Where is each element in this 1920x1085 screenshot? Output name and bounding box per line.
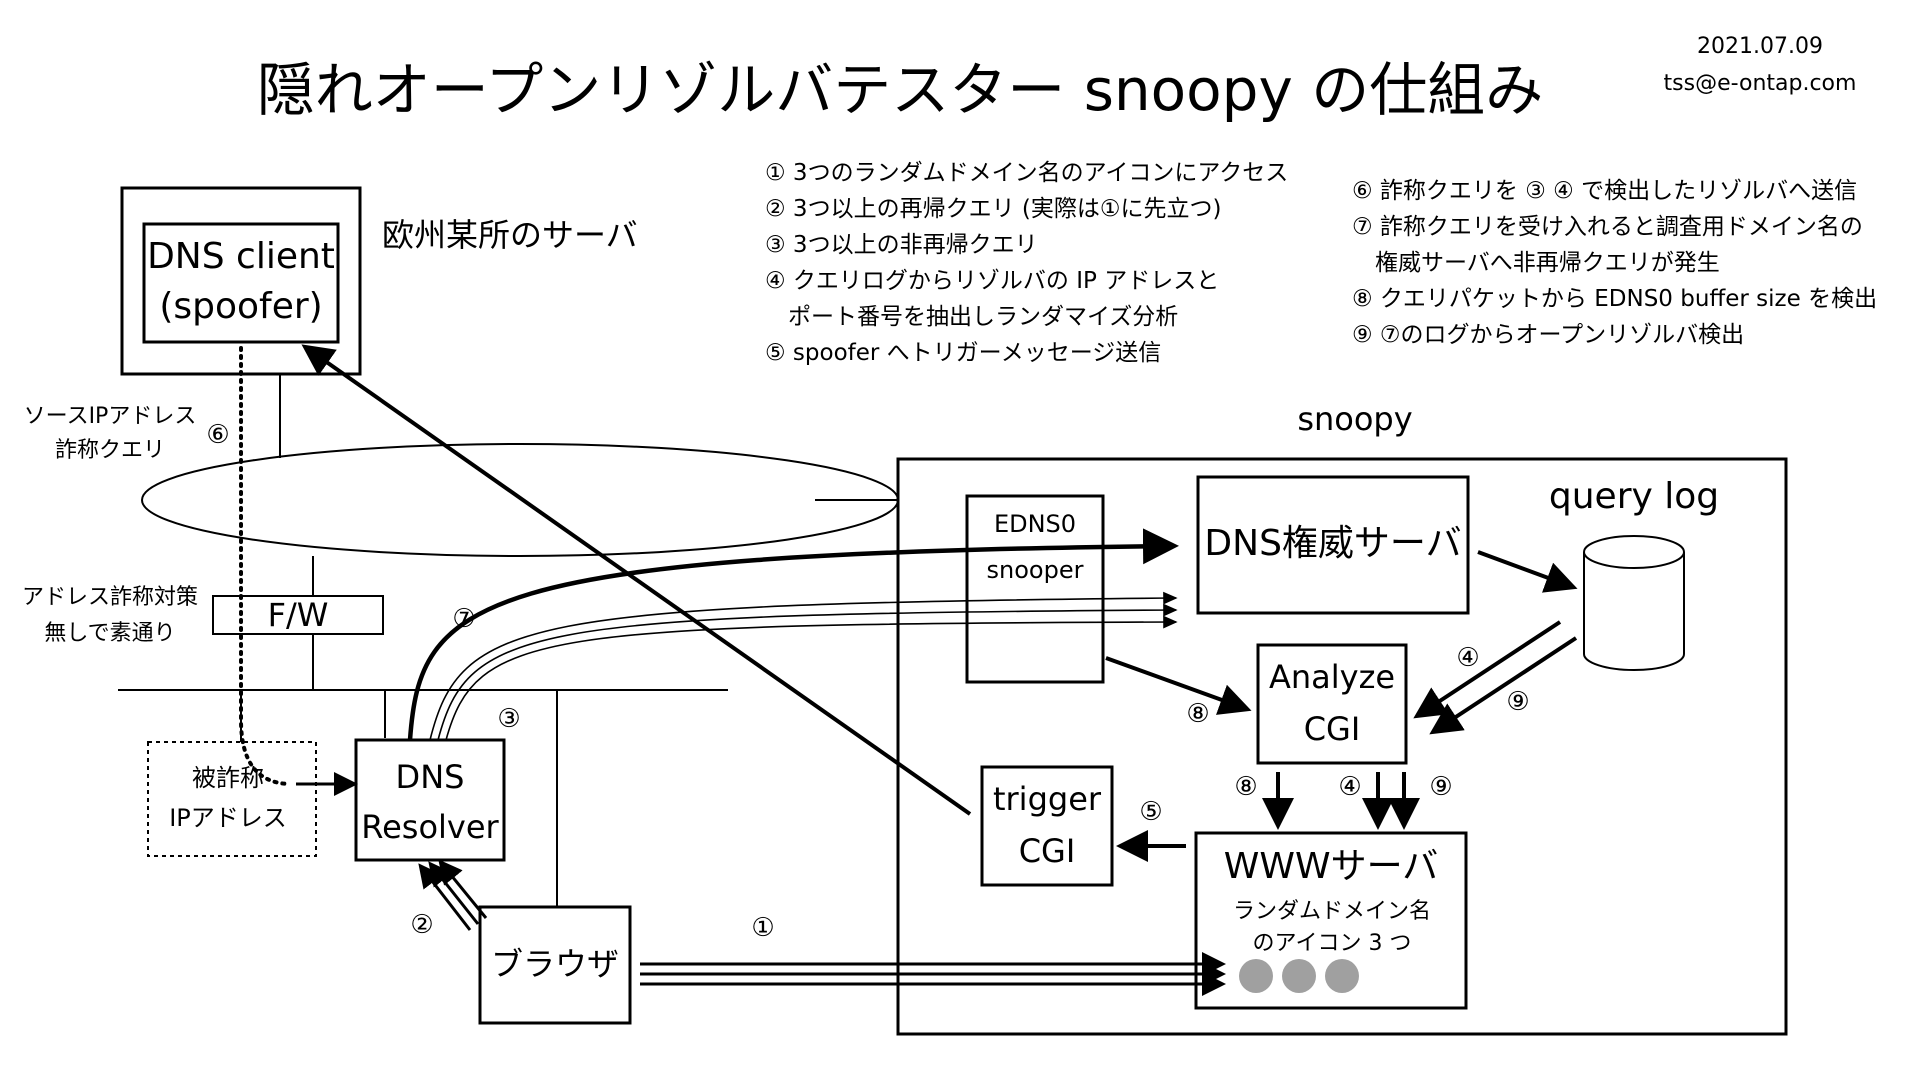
marker-9-log: ⑨ (1506, 687, 1529, 717)
random-domain-icon-1 (1239, 959, 1273, 993)
browser-label: ブラウザ (491, 945, 619, 983)
random-domain-icon-2 (1282, 959, 1316, 993)
victim-label-1: 被詐称 (192, 764, 264, 792)
www-label: WWWサーバ (1224, 846, 1438, 887)
analyze-label-1: Analyze (1269, 658, 1395, 696)
marker-9-www: ⑨ (1429, 772, 1452, 802)
step-item: ⑦ 詐称クエリを受け入れると調査用ドメイン名の (1352, 214, 1863, 240)
analyze-label-2: CGI (1304, 710, 1361, 748)
dns-authority-box (1196, 475, 1470, 615)
step-item: ⑥ 詐称クエリを ③ ④ で検出したリゾルバへ送信 (1352, 178, 1857, 204)
marker-8-edns: ⑧ (1186, 699, 1209, 729)
resolver-label-2: Resolver (361, 808, 499, 846)
trigger-label-1: trigger (993, 780, 1102, 818)
page-title: 隠れオープンリゾルバテスター snoopy の仕組み (257, 56, 1543, 124)
edns-label-1: EDNS0 (994, 510, 1076, 538)
query-curve-arrow-2 (437, 603, 1178, 741)
marker-2: ② (410, 910, 433, 940)
step-item: ① 3つのランダムドメイン名のアイコンにアクセス (765, 160, 1288, 186)
snoopy-box (896, 457, 1788, 1036)
step-item: ⑨ ⑦のログからオープンリゾルバ検出 (1352, 322, 1744, 348)
dns-resolver-box (354, 738, 506, 862)
step-item: ⑧ クエリパケットから EDNS0 buffer size を検出 (1352, 286, 1877, 312)
trigger-label-2: CGI (1019, 832, 1076, 870)
log-to-analyze-arrow-9 (1429, 636, 1578, 735)
marker-6: ⑥ (206, 420, 229, 450)
log-to-analyze-arrow-4 (1413, 620, 1562, 719)
step-item: 権威サーバへ非再帰クエリが発生 (1352, 250, 1720, 276)
step-item: ポート番号を抽出しランダマイズ分析 (765, 304, 1178, 330)
trigger-to-spoofer-arrow (301, 344, 972, 816)
victim-ip-box (147, 741, 317, 857)
fw-note-2: 無しで素通り (44, 621, 175, 646)
date-text: 2021.07.09 (1697, 34, 1823, 59)
marker-5: ⑤ (1139, 797, 1162, 827)
step-item: ④ クエリログからリゾルバの IP アドレスと (765, 268, 1219, 294)
random-domain-icon-3 (1325, 959, 1359, 993)
steps-right-list: ⑥ 詐称クエリを ③ ④ で検出したリゾルバへ送信 ⑦ 詐称クエリを受け入れると… (1352, 178, 1877, 348)
query-log-label: query log (1549, 476, 1719, 517)
fw-note-1: アドレス詐称対策 (22, 585, 198, 610)
dns-client-label: DNS client (147, 236, 335, 277)
icons-label-1: ランダムドメイン名 (1233, 899, 1431, 924)
recursive-query-arrow-2 (428, 861, 480, 925)
firewall-label: F/W (268, 596, 329, 634)
auth-to-log-arrow (1477, 550, 1578, 593)
trigger-cgi-box (980, 765, 1114, 887)
europe-server-label: 欧州某所のサーバ (382, 216, 638, 254)
marker-1: ① (751, 913, 774, 943)
query-log-db-icon (1583, 535, 1685, 671)
edns-label-2: snooper (987, 556, 1084, 584)
marker-8-www: ⑧ (1234, 772, 1257, 802)
snoopy-label: snoopy (1297, 400, 1412, 438)
marker-7: ⑦ (452, 604, 475, 634)
step-item: ② 3つ以上の再帰クエリ (実際は①に先立つ) (765, 196, 1221, 222)
author-email: tss@e-ontap.com (1664, 71, 1857, 96)
spoof-query-label-1: ソースIPアドレス (24, 404, 197, 429)
analyze-cgi-box (1256, 643, 1408, 765)
resolver-label-1: DNS (396, 758, 465, 796)
spoofer-label: (spoofer) (159, 286, 322, 327)
marker-3: ③ (497, 704, 520, 734)
step-item: ③ 3つ以上の非再帰クエリ (765, 232, 1038, 258)
non-recursive-query-arrow (407, 528, 1179, 741)
edns-to-analyze-arrow (1105, 656, 1252, 715)
victim-label-2: IPアドレス (169, 804, 287, 832)
step-item: ⑤ spoofer へトリガーメッセージ送信 (765, 340, 1161, 366)
recursive-query-arrow-3 (438, 859, 488, 919)
dns-client-box (142, 222, 340, 344)
spoof-path-line (239, 346, 292, 786)
query-curve-arrow-3 (445, 615, 1178, 741)
auth-label: DNS権威サーバ (1204, 523, 1461, 564)
marker-4-www: ④ (1338, 772, 1361, 802)
browser-box (478, 905, 632, 1025)
spoof-query-label-2: 詐称クエリ (55, 438, 165, 463)
query-curve-arrow-1 (429, 591, 1178, 741)
marker-4-log: ④ (1456, 643, 1479, 673)
edns0-snooper-box (965, 494, 1105, 684)
icons-label-2: のアイコン 3 つ (1253, 931, 1412, 956)
steps-left-list: ① 3つのランダムドメイン名のアイコンにアクセス ② 3つ以上の再帰クエリ (実… (765, 160, 1288, 366)
